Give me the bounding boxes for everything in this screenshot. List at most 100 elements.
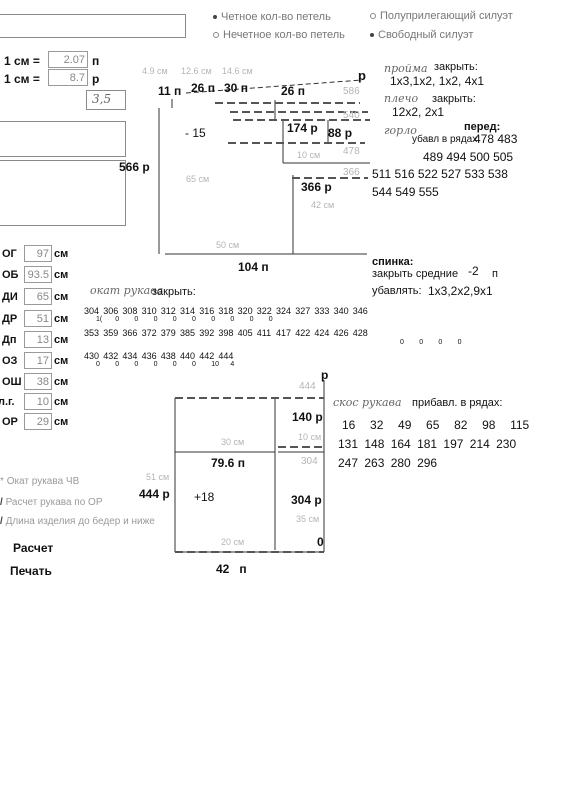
stitch-count: 104 п: [238, 260, 269, 274]
measure-input-di[interactable]: 65: [24, 288, 52, 305]
radio-free[interactable]: Свободный силуэт: [370, 29, 473, 41]
sleeve-cap-row-value: 359: [103, 328, 119, 338]
radio-semi-label: Полуприлегающий силуэт: [380, 10, 513, 22]
sleeve-cap-row-value: 366: [122, 328, 138, 338]
front-label: перед:: [464, 121, 501, 133]
sleeve-cap-row-value: 324: [276, 306, 292, 316]
radio-odd[interactable]: Нечетное кол-во петель: [213, 29, 345, 41]
option-length[interactable]: / Длина изделия до бедер и ниже: [0, 516, 155, 527]
sleeve-cap-subscript: 0: [153, 316, 158, 323]
measure-input-oz[interactable]: 17: [24, 352, 52, 369]
measure-input-osh[interactable]: 38: [24, 373, 52, 390]
shoulder-sequence: 12х2, 2х1: [392, 105, 445, 119]
cm-label: 4.9 см: [142, 66, 168, 76]
cm-label: 50 см: [216, 240, 240, 250]
notes-box-2[interactable]: [0, 160, 126, 226]
measure-code-osh: ОШ: [2, 376, 22, 388]
sleeve-cap-row-value: 379: [160, 328, 176, 338]
row-label: 304: [301, 456, 318, 467]
measure-input-ob[interactable]: 93.5: [24, 266, 52, 283]
measure-input-dr[interactable]: 51: [24, 310, 52, 327]
check-icon: /: [0, 516, 3, 527]
front-subtitle: убавл в рядах:: [412, 134, 480, 145]
sleeve-cap-subscript: 0: [249, 316, 254, 323]
option-sleeve-cap-mark: *: [0, 476, 4, 487]
cm-label: 42 см: [311, 200, 335, 210]
radio-even[interactable]: Четное кол-во петель: [213, 11, 331, 23]
notes-box-1[interactable]: [0, 121, 126, 157]
measure-input-or[interactable]: 29: [24, 413, 52, 430]
front-rows: 544 549 555: [372, 185, 439, 199]
sleeve-cap-row-value: 422: [295, 328, 311, 338]
sleeve-cap-subscript: 0: [230, 316, 235, 323]
radio-semi[interactable]: Полуприлегающий силуэт: [370, 10, 513, 22]
sleeve-cap-subscript: 0: [192, 361, 196, 368]
radio-even-label: Четное кол-во петель: [221, 11, 331, 23]
increase-rows: 131 148 164 181 197 214 230: [338, 437, 517, 451]
measure-input-og[interactable]: 97: [24, 245, 52, 262]
sleeve-cap-row-value: 436: [141, 351, 157, 361]
gauge-note: 3,5: [92, 92, 112, 106]
stitch-count: 26 п: [191, 81, 215, 95]
sleeve-cap-row-value: 308: [122, 306, 138, 316]
cm-label: 51 см: [146, 472, 170, 482]
gauge-label-1: 1 см =: [4, 54, 40, 68]
sleeve-cap-subscript: 0: [153, 361, 158, 368]
front-rows: 489 494 500 505: [423, 150, 514, 164]
row-count: 566 р: [119, 160, 150, 174]
sleeve-cap-subscript: 0: [400, 339, 404, 346]
close-label: закрыть:: [432, 93, 476, 105]
option-sleeve-or-label: Расчет рукава по ОР: [5, 497, 103, 508]
option-sleeve-or[interactable]: / Расчет рукава по ОР: [0, 497, 103, 508]
sleeve-cap-row-value: 417: [276, 328, 292, 338]
sleeve-cap-row-value: 333: [314, 306, 330, 316]
name-field[interactable]: [0, 14, 186, 38]
stitch-count: 11 п: [158, 84, 182, 98]
sleeve-cap-row-value: 353: [84, 328, 100, 338]
print-button[interactable]: Печать: [10, 564, 52, 578]
radio-free-indicator: [370, 33, 374, 38]
sleeve-cap-subscript: 0: [115, 361, 120, 368]
sleeve-cap-row-value: 385: [180, 328, 196, 338]
cm-label: 30 см: [221, 437, 245, 447]
back-value: -2: [468, 264, 479, 278]
measure-code-dr: ДР: [2, 313, 18, 325]
close-label: закрыть:: [434, 61, 478, 73]
sleeve-cap-subscript: 0: [172, 316, 177, 323]
gauge-row-input[interactable]: 8.7: [48, 69, 88, 86]
radio-free-label: Свободный силуэт: [378, 29, 474, 41]
sleeve-cap-row-value: 430: [84, 351, 100, 361]
sleeve-cap-row-value: 322: [256, 306, 272, 316]
back-close: закрыть средние: [372, 268, 459, 280]
gauge-note-box[interactable]: [86, 90, 126, 110]
row-unit: р: [321, 368, 329, 382]
sleeve-cap-row-value: 405: [237, 328, 253, 338]
measure-input-lg[interactable]: 10: [24, 393, 52, 410]
gauge-label-2: 1 см =: [4, 72, 40, 86]
sleeve-cap-row-value: 434: [122, 351, 138, 361]
row-count: 174 р: [287, 121, 318, 135]
sleeve-cap-row-value: 440: [180, 351, 196, 361]
option-sleeve-cap[interactable]: * Окат рукава ЧВ: [0, 476, 79, 487]
cm-label: 14.6 см: [222, 66, 253, 76]
row-count: 140 р: [292, 410, 323, 424]
measure-code-di: ДИ: [2, 291, 18, 303]
sleeve-cap-subscript: 0: [115, 316, 120, 323]
sleeve-cap-row-value: 312: [160, 306, 176, 316]
row-count: 366 р: [301, 180, 332, 194]
increase-subtitle: прибавл. в рядах:: [412, 397, 503, 409]
sleeve-cap-subscript: 0: [438, 339, 443, 346]
gauge-stitch-input[interactable]: 2.07: [48, 51, 88, 68]
sleeve-cap-row-value: 310: [141, 306, 157, 316]
gauge-unit-2: р: [92, 72, 100, 86]
radio-odd-label: Нечетное кол-во петель: [223, 29, 345, 41]
sleeve-cap-subscript: 10: [211, 361, 219, 368]
measure-code-ob: ОБ: [2, 269, 19, 281]
sleeve-cap-row-value: 398: [218, 328, 234, 338]
armhole-sequence: 1х3,1х2, 1х2, 4х1: [390, 74, 485, 88]
sleeve-cap-note: окат рукава: [90, 284, 164, 297]
decrease-label: - 15: [185, 126, 206, 140]
measure-input-dp[interactable]: 13: [24, 331, 52, 348]
calculate-button[interactable]: Расчет: [13, 541, 54, 555]
back-decrease-label: убавлять:: [372, 285, 422, 297]
